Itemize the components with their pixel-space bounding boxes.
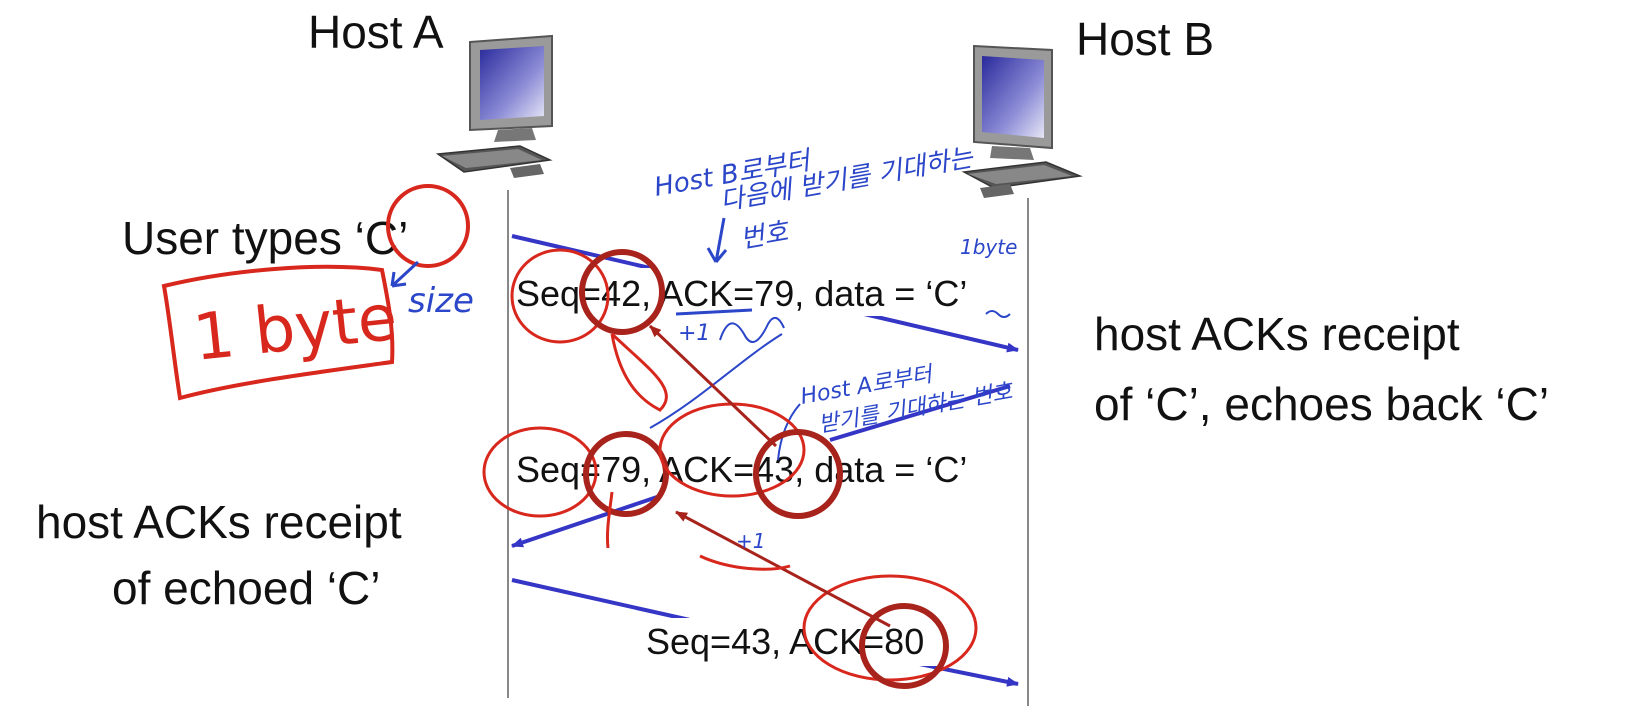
- segment-2-arrow-tail: [511, 494, 661, 548]
- segment-2-arrow: [829, 384, 1011, 442]
- red-circle-annotation: [482, 426, 598, 518]
- blue-pointer-annotation: [649, 333, 783, 429]
- ack-underline-annotation: [675, 308, 753, 316]
- one-byte-note: 1 byte: [190, 281, 401, 376]
- plus-one-note: +1: [678, 321, 710, 346]
- host-a-ack-label-line2: of echoed ‘C’: [112, 562, 381, 614]
- red-circle-annotation: [386, 184, 470, 268]
- host-a-ack-label-line1: host ACKs receipt: [36, 496, 402, 548]
- small-one-byte-note: 1byte: [960, 235, 1017, 259]
- user-types-label: User types ‘C’: [122, 212, 408, 264]
- dark-red-circle-annotation: [753, 429, 843, 519]
- expected-from-b-note-line3: 번호: [738, 217, 792, 255]
- segment-1-label-bg: [510, 268, 1022, 316]
- segment-1-label: Seq=42, ACK=79, data = ‘C’: [516, 273, 967, 314]
- blue-squiggle-annotation: [719, 317, 785, 343]
- host-b-ack-label-line2: of ‘C’, echoes back ‘C’: [1094, 378, 1549, 430]
- host-a-label: Host A: [308, 6, 444, 58]
- dark-red-circle-annotation: [583, 431, 669, 517]
- expected-from-b-note-line2: 다음에 받기를 기대하는: [718, 143, 976, 217]
- blue-arrow-annotation: [390, 260, 420, 288]
- segment-1-arrow: [511, 234, 651, 270]
- dark-red-arrow-annotation: [648, 324, 778, 448]
- blue-arrow-annotation: [706, 217, 728, 263]
- plus-one-note: +1: [736, 529, 765, 553]
- size-note: size: [408, 281, 474, 321]
- segment-3-label-bg: [640, 618, 950, 666]
- dark-red-circle-annotation: [859, 603, 949, 689]
- computer-icon: [435, 34, 553, 178]
- host-b-ack-label-line1: host ACKs receipt: [1094, 308, 1460, 360]
- red-box-annotation: [161, 264, 395, 401]
- computer-icon: [961, 44, 1083, 198]
- blue-pointer-annotation: [777, 403, 801, 461]
- segment-3-arrow: [511, 578, 691, 622]
- red-curve-annotation: [606, 491, 614, 549]
- red-circle-annotation: [802, 574, 978, 682]
- segment-3-label: Seq=43, ACK=80: [646, 621, 924, 662]
- dark-red-circle-annotation: [579, 249, 665, 335]
- red-curve-annotation: [699, 554, 791, 571]
- host-b-label: Host B: [1076, 13, 1214, 65]
- red-circle-annotation: [510, 248, 610, 344]
- red-curve-annotation: [610, 332, 668, 412]
- tilde-annotation: [985, 310, 1011, 318]
